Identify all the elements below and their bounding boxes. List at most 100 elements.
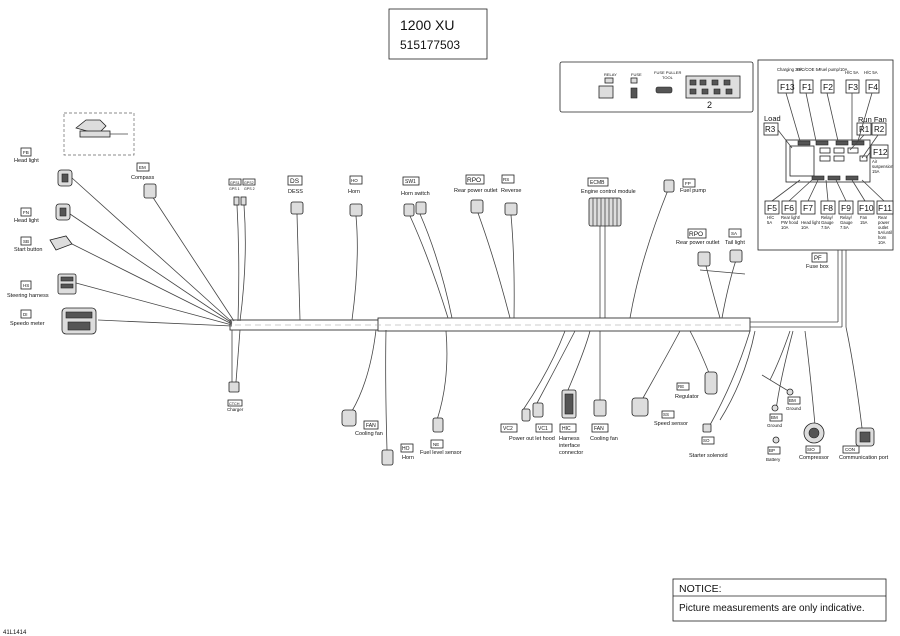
ecm-tag: ECMB	[590, 180, 605, 186]
vc2-tag: VC2	[503, 426, 513, 432]
hic-label-line2: interface	[559, 443, 580, 449]
charger-label: Charger	[227, 407, 244, 412]
gps1-label: GPS 1	[229, 187, 240, 191]
fuse-set-icon	[685, 75, 741, 99]
fuse-f2-label: F2	[823, 82, 833, 92]
communication-port-label: Communication port	[839, 455, 889, 461]
headlight-left-label: Head light	[14, 158, 39, 164]
reverse-connector	[504, 202, 518, 216]
svg-text:Head light: Head light	[801, 220, 821, 225]
run-fan-relay-label: Run Fan	[858, 115, 887, 124]
compass-tag: EM	[139, 165, 146, 170]
headlight-left-connector	[57, 169, 73, 187]
regulator-tag: RE	[678, 384, 684, 389]
detail-inset	[63, 112, 135, 156]
speed-sensor-label: Speed sensor	[654, 421, 688, 427]
fuse-icon	[630, 87, 638, 99]
vc1-label: Power out let hood	[509, 436, 555, 442]
headlight-right-connector	[55, 203, 71, 221]
svg-text:Gauge: Gauge	[840, 220, 853, 225]
fuse-f3-label: F3	[848, 82, 858, 92]
fuse-f6-label: F6	[784, 203, 794, 213]
gps1-connector	[233, 196, 240, 206]
part-number: 515177503	[400, 38, 460, 52]
fuse-f7-label: F7	[803, 203, 813, 213]
gps1-tag: GPS1	[230, 181, 240, 185]
horn-top-label: Horn	[348, 189, 360, 195]
figure-code: 41L1414	[3, 630, 27, 636]
headlight-right-tag: FN	[23, 210, 29, 215]
wires	[69, 177, 863, 451]
start-button-tag: SB	[23, 239, 29, 244]
battery-tag: BP	[769, 448, 775, 453]
vc1-tag: VC1	[538, 426, 548, 432]
svg-text:suspension: suspension	[872, 164, 894, 169]
fuse-f1-label: F1	[802, 82, 812, 92]
fuse-puller-icon	[655, 86, 673, 94]
tool-label: TOOL	[662, 75, 674, 80]
vc2-connector	[532, 402, 544, 418]
ecm-connector	[588, 197, 622, 227]
rear-power-outlet-top-connector	[470, 199, 484, 214]
gps2-connector	[240, 196, 247, 206]
horn-top-tag: HO	[351, 178, 358, 183]
title-block: 1200 XU 515177503	[388, 8, 488, 60]
fuse-f13-label: F13	[780, 82, 795, 92]
compressor-label: Compressor	[799, 455, 829, 461]
svg-text:power: power	[878, 220, 890, 225]
starter-solenoid-tag: SO	[703, 438, 710, 443]
svg-text:7.5A: 7.5A	[821, 225, 830, 230]
svg-text:15A: 15A	[872, 169, 880, 174]
compressor-connector	[803, 422, 825, 444]
dess-label: DESS	[288, 189, 303, 195]
fuel-pump-tag: FP	[685, 181, 691, 186]
cooling-fan-left-connector	[341, 409, 357, 427]
cooling-fan-right-connector	[593, 399, 607, 417]
harness-interface-connector	[561, 389, 577, 419]
svg-text:PW hood: PW hood	[781, 220, 799, 225]
reverse-tag: RS	[503, 177, 509, 182]
reverse-label: Reverse	[501, 188, 521, 194]
cooling-fan-left-label: Cooling fan	[355, 431, 383, 437]
hic-label-line1: Harness	[559, 436, 580, 442]
hic-label-line3: connector	[559, 450, 583, 456]
ground-2-tag: BM	[771, 415, 778, 420]
start-button-connector	[49, 235, 73, 251]
load-relay-label: Load	[764, 114, 781, 123]
svg-text:Air: Air	[872, 159, 878, 164]
speedometer-tag: DI	[23, 312, 28, 317]
fuel-pump-label: Fuel pump	[680, 188, 706, 194]
item-number: 2	[707, 100, 712, 110]
battery-label: Battery	[766, 457, 781, 462]
ground-1-connector	[786, 388, 794, 396]
svg-text:5A/until: 5A/until	[878, 230, 892, 235]
compressor-tag: SIO	[807, 447, 815, 452]
starter-solenoid-connector	[702, 423, 712, 433]
compass-label: Compass	[131, 175, 154, 181]
ground-1-label: Ground	[786, 406, 802, 411]
fuse-label: FUSE	[631, 72, 642, 77]
main-harness	[229, 250, 847, 332]
rear-power-outlet-top-tag: RPO	[467, 177, 481, 184]
svg-text:H/C: H/C	[767, 215, 774, 220]
compass-connector	[143, 183, 157, 199]
charger-tag: CTCH	[229, 402, 240, 406]
fuel-pump-connector	[663, 179, 675, 193]
svg-text:10A: 10A	[801, 225, 809, 230]
notice-title: NOTICE:	[679, 583, 722, 595]
horn-top-connector	[349, 203, 363, 217]
fuse-f4-label: F4	[868, 82, 878, 92]
svg-text:5A: 5A	[767, 220, 772, 225]
svg-text:H/C 5A: H/C 5A	[845, 70, 859, 75]
svg-text:10A: 10A	[878, 240, 886, 245]
svg-text:15A: 15A	[860, 220, 868, 225]
fuse-box-detail: Charging 30A H/C/COE 5A Fuel pump/10A H/…	[757, 59, 894, 251]
horn-bottom-tag: HO	[402, 446, 410, 452]
fuse-f8-label: F8	[823, 203, 833, 213]
svg-text:7.5A: 7.5A	[840, 225, 849, 230]
rear-power-outlet-right-tag: RPO	[689, 231, 703, 238]
fuse-puller-label: FUSE PULLER	[654, 70, 681, 75]
speedometer-label: Speedo meter	[10, 321, 45, 327]
speed-sensor-tag: SS	[663, 412, 669, 417]
gps2-label: GPS 2	[244, 187, 255, 191]
